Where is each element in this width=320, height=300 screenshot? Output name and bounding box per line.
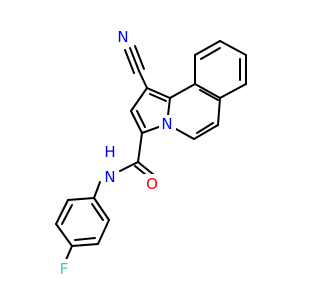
- bond-ar6-ar1: [93, 197, 110, 221]
- bond-namide-aryl: [93, 181, 101, 199]
- bond-ar3-ar4: [55, 223, 73, 247]
- bond-c2-c1: [130, 87, 148, 112]
- atom-n-ring-label: N: [161, 115, 172, 133]
- bond-ar4-ar5-double: [74, 237, 96, 241]
- label-backdrop-f: [56, 259, 72, 279]
- label-backdrop-o: [143, 174, 161, 194]
- bond-nitrile-triple-c: [134, 45, 145, 70]
- atom-h-amide-label: H: [104, 143, 115, 161]
- bond-c7-c6a: [219, 83, 247, 99]
- bond-c3-ccarbonyl: [137, 132, 143, 163]
- bond-nitrile-triple-a: [129, 47, 140, 72]
- bond-nitrile-triple-b: [124, 49, 135, 74]
- bond-c6-c5: [193, 124, 219, 140]
- bond-c10a-c6a-double: [199, 89, 219, 101]
- label-backdrop-h-amide: [102, 144, 118, 160]
- bond-c10-c9-double: [200, 47, 221, 60]
- bond-c10b-c10a: [169, 83, 196, 99]
- label-backdrop-n-nitrile: [114, 26, 132, 46]
- bond-c5-c6-double: [196, 122, 214, 134]
- bond-ar1-ar2: [67, 197, 95, 201]
- bond-c3-c2: [130, 110, 143, 134]
- bond-c6a-c6: [217, 97, 221, 126]
- bond-c9-c8: [219, 40, 247, 56]
- bond-c1-cn: [138, 70, 148, 89]
- atom-f-label: F: [60, 260, 69, 278]
- bond-ar2-ar3: [55, 199, 69, 225]
- bond-ccarbonyl-namide: [119, 161, 139, 172]
- bond-c10a-c6a: [194, 83, 221, 99]
- atom-o-carbonyl-label: O: [146, 175, 158, 193]
- atom-n-amide-label: N: [104, 168, 115, 186]
- bond-c1-c10b: [146, 87, 171, 99]
- bond-layer: [55, 40, 247, 261]
- molecule-drawing: N N H N O F: [55, 26, 247, 279]
- atom-n-nitrile-label: N: [117, 28, 128, 46]
- bond-ccarbonyl-o-a: [137, 161, 155, 176]
- bond-c2-c3-double: [136, 110, 146, 128]
- bond-ar4-ar5: [71, 243, 99, 247]
- bond-ar5-ar6: [97, 219, 110, 245]
- bond-ar2-ar3-double: [61, 204, 73, 225]
- bond-c1-c10b-double: [149, 93, 167, 102]
- bond-ar4-f: [65, 245, 73, 261]
- label-backdrop-n-ring: [159, 115, 176, 134]
- structure-canvas: N N H N O F: [55, 26, 247, 279]
- bond-c10-c9: [194, 40, 221, 56]
- atom-label-layer: N N H N O F: [56, 26, 176, 279]
- bond-ar6-ar1-double: [91, 203, 104, 221]
- label-backdrop-n-amide: [101, 167, 119, 186]
